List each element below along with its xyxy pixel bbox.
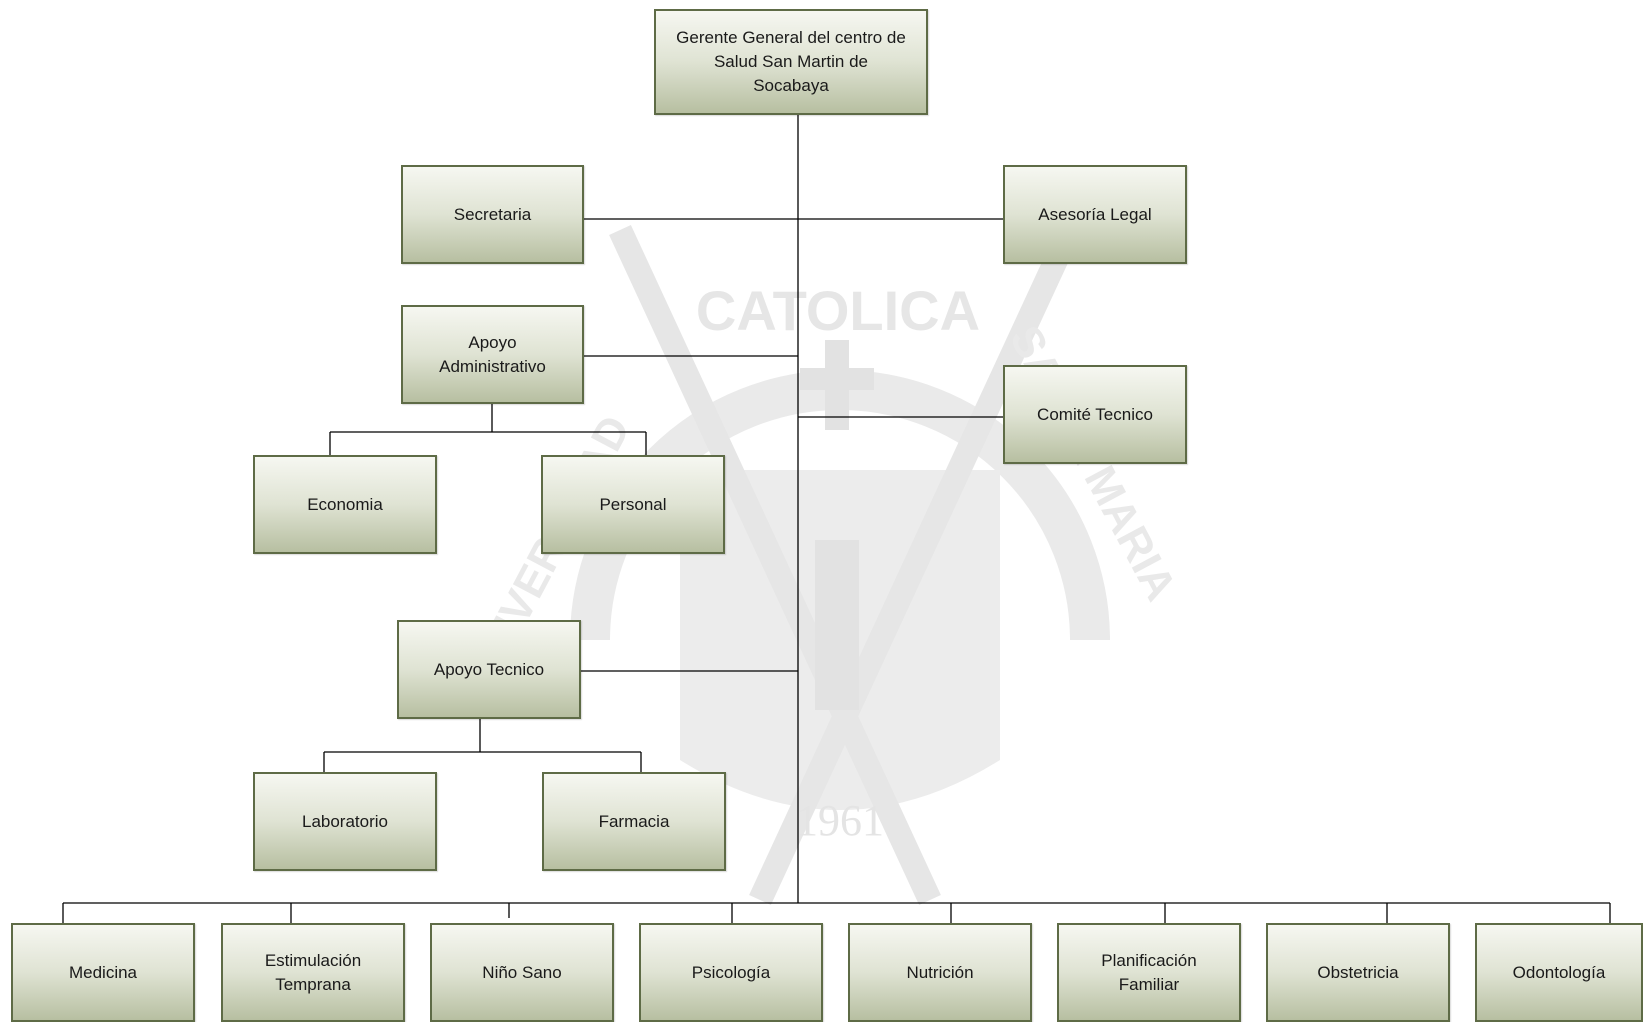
node-psicologia: Psicología [639,923,823,1022]
node-nino-sano: Niño Sano [430,923,614,1022]
node-apoyo-tecnico: Apoyo Tecnico [397,620,581,719]
node-obstetricia: Obstetricia [1266,923,1450,1022]
node-odontologia: Odontología [1475,923,1643,1022]
node-secretaria: Secretaria [401,165,584,264]
node-personal: Personal [541,455,725,554]
seal-text-top: CATOLICA [696,279,980,342]
seal-cross-horizontal [800,368,874,390]
node-economia: Economia [253,455,437,554]
node-apoyo-administrativo: Apoyo Administrativo [401,305,584,404]
seal-text-year: 1961 [796,796,884,845]
node-comite-tecnico: Comité Tecnico [1003,365,1187,464]
node-gerente-general: Gerente General del centro de Salud San … [654,9,928,115]
node-estimulacion-temprana: Estimulación Temprana [221,923,405,1022]
node-planificacion-familiar: Planificación Familiar [1057,923,1241,1022]
seal-tower [815,540,859,710]
node-medicina: Medicina [11,923,195,1022]
node-nutricion: Nutrición [848,923,1032,1022]
node-asesoria-legal: Asesoría Legal [1003,165,1187,264]
node-farmacia: Farmacia [542,772,726,871]
seal-sword-left [609,224,941,906]
seal-sword-right [749,224,1081,906]
node-laboratorio: Laboratorio [253,772,437,871]
